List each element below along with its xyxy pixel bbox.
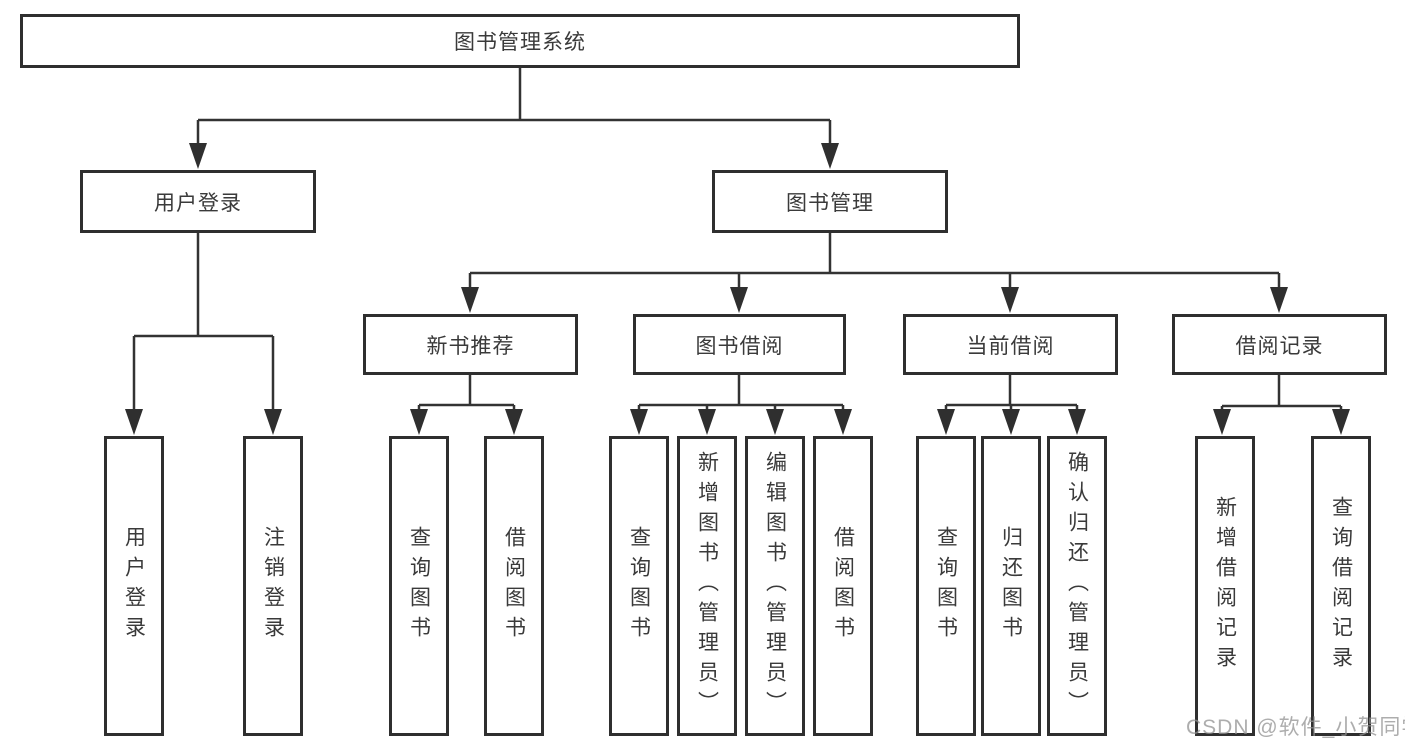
leaf-bb-edit-books: 编辑图书（管理员）: [745, 436, 805, 736]
node-book-borrow-label: 图书借阅: [695, 334, 784, 358]
leaf-cb-return-books: 归还图书: [981, 436, 1041, 736]
leaf-nbr-query-books: 查询图书: [389, 436, 449, 736]
node-current-borrow: 当前借阅: [903, 314, 1118, 375]
node-user-login: 用户登录: [80, 170, 316, 233]
leaf-user-login-label: 用户登录: [122, 526, 146, 646]
leaf-cb-confirm-return-label: 确认归还（管理员）: [1065, 451, 1089, 721]
leaf-br-query-record: 查询借阅记录: [1311, 436, 1371, 736]
leaf-bb-query-books: 查询图书: [609, 436, 669, 736]
leaf-cb-query-books: 查询图书: [916, 436, 976, 736]
leaf-nbr-borrow-books-label: 借阅图书: [502, 526, 526, 646]
node-borrow-records: 借阅记录: [1172, 314, 1387, 375]
node-new-book-recommend-label: 新书推荐: [426, 334, 515, 358]
leaf-bb-edit-books-label: 编辑图书（管理员）: [763, 451, 787, 721]
node-current-borrow-label: 当前借阅: [966, 334, 1055, 358]
node-user-login-label: 用户登录: [154, 191, 242, 215]
node-book-borrow: 图书借阅: [633, 314, 846, 375]
leaf-logout: 注销登录: [243, 436, 303, 736]
leaf-br-add-record: 新增借阅记录: [1195, 436, 1255, 736]
leaf-bb-query-books-label: 查询图书: [627, 526, 651, 646]
node-book-management-label: 图书管理: [786, 191, 874, 215]
leaf-nbr-query-books-label: 查询图书: [407, 526, 431, 646]
leaf-cb-return-books-label: 归还图书: [999, 526, 1023, 646]
node-root: 图书管理系统: [20, 14, 1020, 68]
leaf-br-add-record-label: 新增借阅记录: [1213, 496, 1237, 676]
node-root-label: 图书管理系统: [454, 31, 586, 54]
leaf-bb-add-books-label: 新增图书（管理员）: [695, 451, 719, 721]
leaf-bb-add-books: 新增图书（管理员）: [677, 436, 737, 736]
node-borrow-records-label: 借阅记录: [1235, 334, 1324, 358]
leaf-cb-confirm-return: 确认归还（管理员）: [1047, 436, 1107, 736]
leaf-br-query-record-label: 查询借阅记录: [1329, 496, 1353, 676]
watermark: CSDN @软件_小贺同学: [1186, 716, 1405, 739]
node-book-management: 图书管理: [712, 170, 948, 233]
leaf-cb-query-books-label: 查询图书: [934, 526, 958, 646]
leaf-nbr-borrow-books: 借阅图书: [484, 436, 544, 736]
node-new-book-recommend: 新书推荐: [363, 314, 578, 375]
arrowhead-icons: [125, 143, 1350, 435]
leaf-bb-borrow-books-label: 借阅图书: [831, 526, 855, 646]
leaf-user-login: 用户登录: [104, 436, 164, 736]
leaf-logout-label: 注销登录: [261, 526, 285, 646]
leaf-bb-borrow-books: 借阅图书: [813, 436, 873, 736]
